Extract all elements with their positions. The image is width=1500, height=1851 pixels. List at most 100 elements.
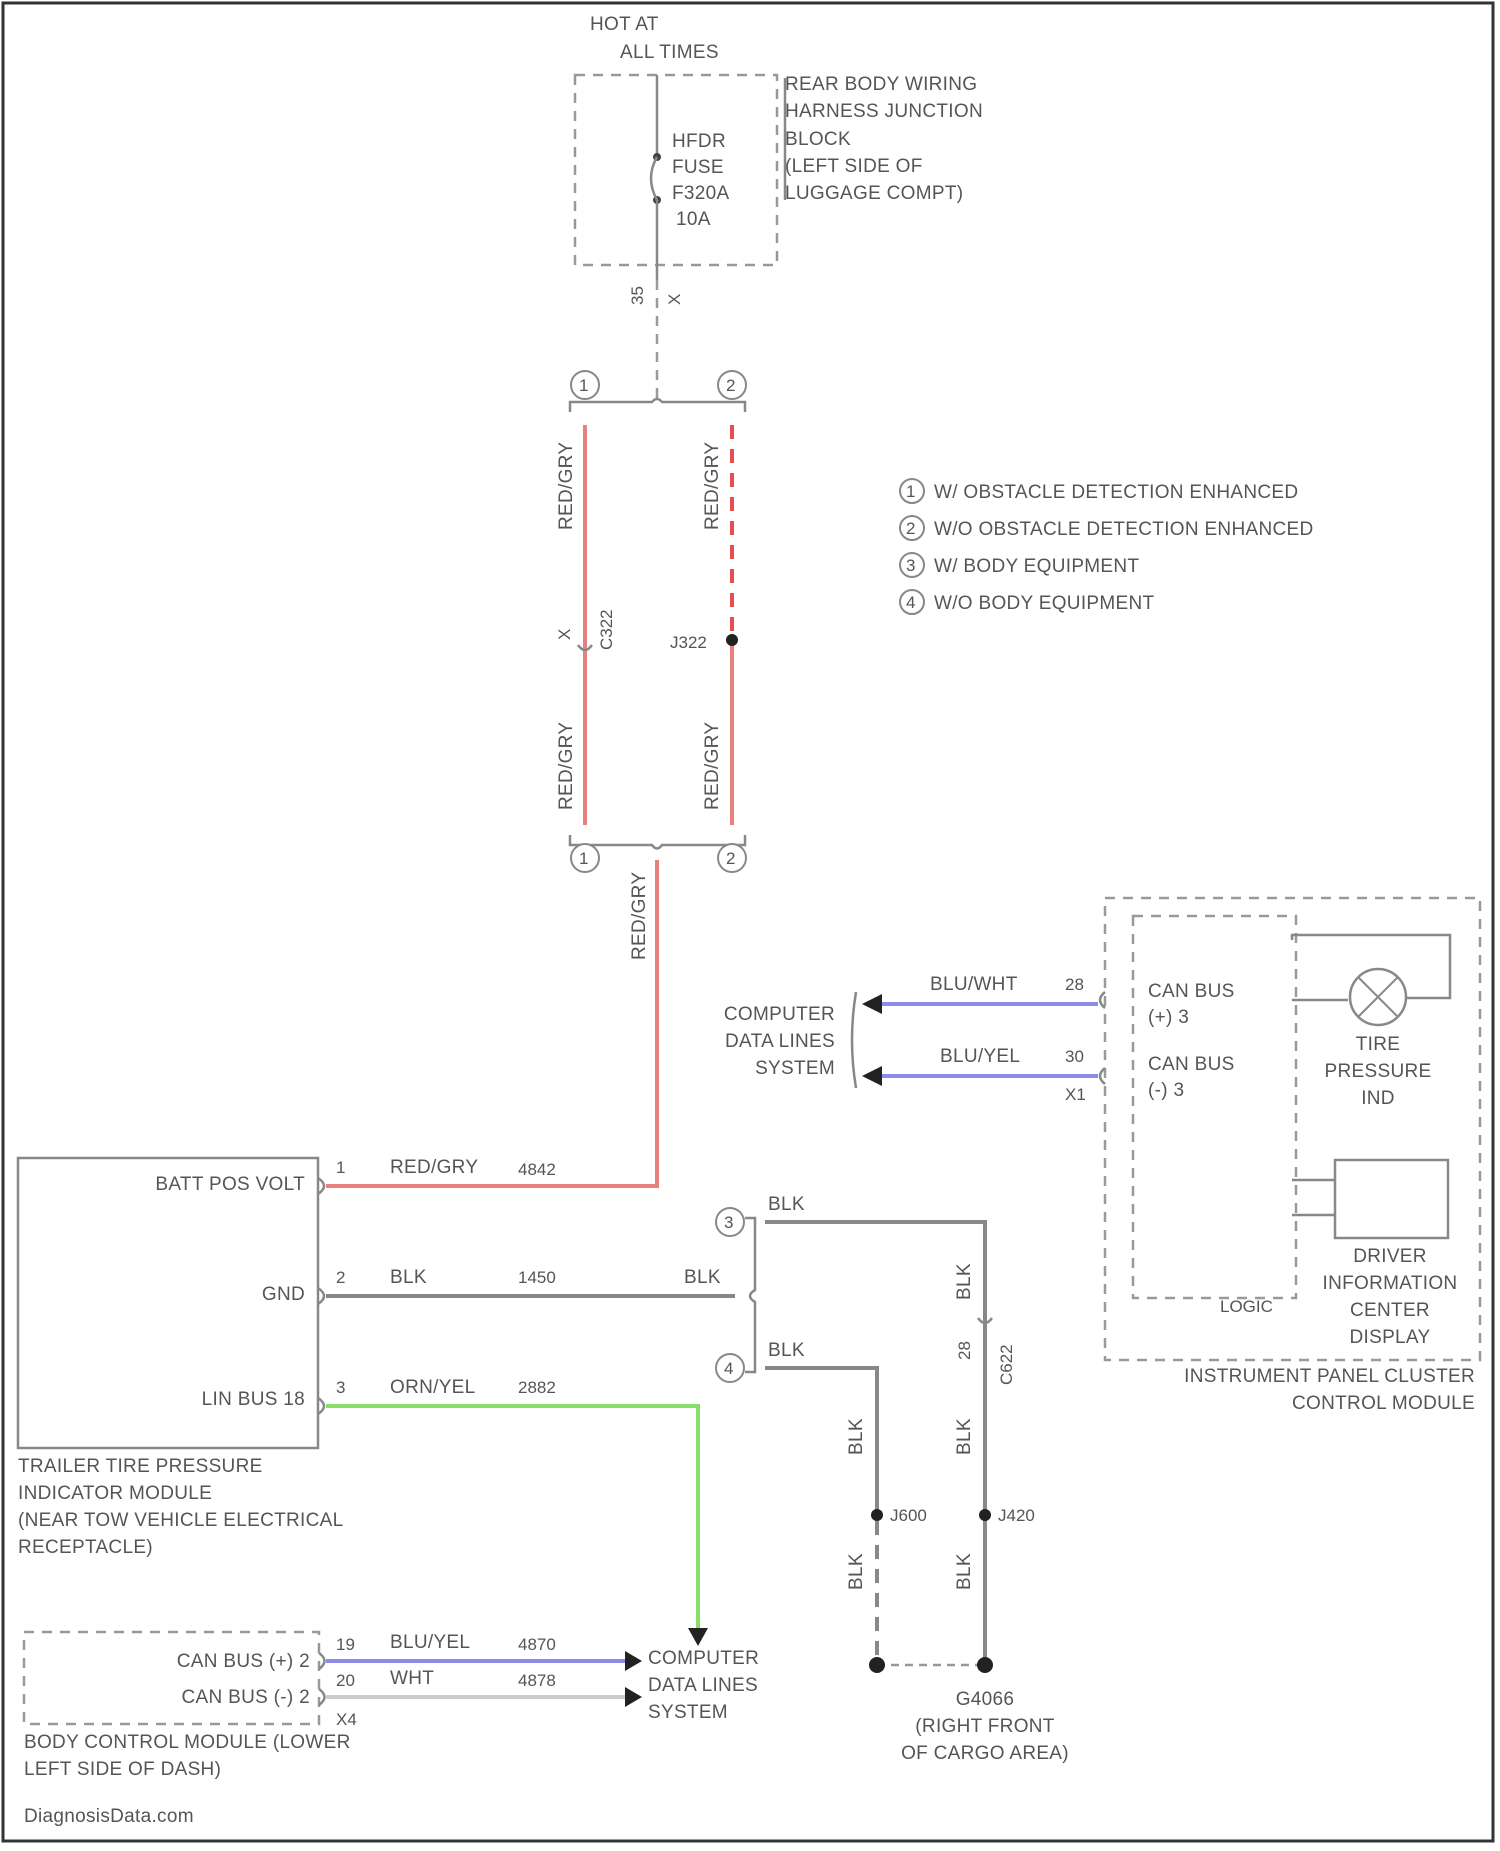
gnd-wire-num: 1450 [518,1268,556,1287]
dic-4: DISPLAY [1350,1327,1431,1348]
blk-label-right-low: BLK [954,1553,975,1590]
ground-mark-3: 3 [724,1213,733,1232]
ipc-module: LOGIC CAN BUS (+) 3 CAN BUS (-) 3 TIRE P… [724,898,1480,1414]
ground-code: C622 [997,1344,1016,1385]
left-lower-wire-label: RED/GRY [556,722,577,810]
gnd-wire-color: BLK [390,1267,427,1288]
right-lower-wire-label: RED/GRY [702,722,723,810]
batt-wire-color: RED/GRY [390,1157,478,1178]
legend-text: W/O OBSTACLE DETECTION ENHANCED [934,519,1313,540]
legend-mark: 3 [906,556,915,575]
hot-at-label: HOT AT [590,14,659,35]
ipc-name-2: CONTROL MODULE [1292,1393,1475,1414]
can-lo-1: CAN BUS [1148,1054,1235,1075]
legend-item: 2 W/O OBSTACLE DETECTION ENHANCED [900,516,1313,540]
gnd-wire-color-right: BLK [684,1267,721,1288]
splice-label-1: J600 [890,1506,927,1525]
can-hi-wire-color: BLU/WHT [930,974,1018,995]
block-line-5: LUGGAGE COMPT) [785,183,963,204]
legend-item: 4 W/O BODY EQUIPMENT [900,590,1154,614]
fuse-line-4: 10A [676,209,711,230]
block-line-1: REAR BODY WIRING [785,74,977,95]
ttpim-pin-gnd: GND [262,1284,305,1305]
bcm-wire-lo-color: WHT [390,1668,434,1689]
can-hi-1: CAN BUS [1148,981,1235,1002]
bcm-dest-1: COMPUTER [648,1648,759,1669]
bcm-wire-hi-num: 4870 [518,1635,556,1654]
ground-icon [977,1657,993,1673]
ground-name-3: OF CARGO AREA) [901,1743,1069,1764]
block-line-2: HARNESS JUNCTION [785,101,983,122]
footer-watermark: DiagnosisData.com [24,1806,194,1827]
ipc-dest-3: SYSTEM [755,1058,835,1079]
tire-ind-2: PRESSURE [1325,1061,1432,1082]
legend-text: W/O BODY EQUIPMENT [934,593,1154,614]
lin-wire-num: 2882 [518,1378,556,1397]
block-line-3: BLOCK [785,129,851,150]
blk-label-right-mid: BLK [954,1418,975,1455]
ttpim-name-2: INDICATOR MODULE [18,1483,212,1504]
fuse-block: HOT AT ALL TIMES HFDR FUSE F320A 10A REA… [575,14,983,400]
ground-branch: 3 4 BLK BLK 28 C622 BLK BLK BLK J600 J42… [716,1194,1069,1764]
bcm-dest-3: SYSTEM [648,1702,728,1723]
top-mark-2: 2 [726,376,735,395]
left-mid-pin: X [555,629,574,640]
batt-wire [326,1183,657,1186]
blk-label-mid: BLK [768,1340,805,1361]
lin-arrow [688,1628,708,1646]
top-mark-1: 1 [579,376,588,395]
bcm-pin-19: 19 [336,1635,355,1654]
splice-label-2: J420 [998,1506,1035,1525]
diagram-frame [3,3,1493,1841]
bcm-pin-can-lo: CAN BUS (-) 2 [182,1687,310,1708]
bcm-outline [24,1632,319,1724]
blk-label-left-mid: BLK [846,1418,867,1455]
ttpim-name-4: RECEPTACLE) [18,1537,153,1558]
can-hi-arrow [862,994,882,1014]
bcm-name-1: BODY CONTROL MODULE (LOWER [24,1732,351,1753]
splice-dot [979,1509,991,1521]
ttpim-pin-num-1: 1 [336,1158,345,1177]
ipc-pin-hi: 28 [1065,975,1084,994]
fuse-pin-x: X [665,294,684,305]
can-hi-2: (+) 3 [1148,1007,1189,1028]
can-lo-2: (-) 3 [1148,1080,1184,1101]
lin-wire [326,1406,698,1630]
ttpim-pin-num-2: 2 [336,1268,345,1287]
below-wire-label: RED/GRY [629,872,650,960]
legend-mark: 2 [906,519,915,538]
all-times-label: ALL TIMES [620,42,719,63]
ground-pin: 28 [955,1341,974,1360]
ipc-pin-lo: 30 [1065,1047,1084,1066]
batt-wire-num: 4842 [518,1160,556,1179]
dic-3: CENTER [1350,1300,1430,1321]
tire-ind-3: IND [1361,1088,1395,1109]
blk-label-right-upper: BLK [954,1263,975,1300]
option-branch: 1 2 RED/GRY RED/GRY RED/GRY RED/GRY X C3… [555,371,746,1185]
splice-dot [871,1509,883,1521]
ipc-dest-2: DATA LINES [725,1031,835,1052]
legend-text: W/ BODY EQUIPMENT [934,556,1139,577]
ipc-logic-label: LOGIC [1220,1297,1273,1316]
legend-item: 3 W/ BODY EQUIPMENT [900,553,1139,577]
legend-mark: 1 [906,482,915,501]
blk-label-left-low: BLK [846,1553,867,1590]
bcm-module: CAN BUS (+) 2 CAN BUS (-) 2 19 20 X4 BLU… [24,1632,759,1780]
right-splice-label: J322 [670,633,707,652]
bcm-pin-x4: X4 [336,1710,357,1729]
bcm-wire-hi-color: BLU/YEL [390,1632,470,1653]
ipc-pin-x: X1 [1065,1085,1086,1104]
tire-ind-1: TIRE [1356,1034,1400,1055]
ipc-logic-outline [1133,916,1296,1298]
ttpim-name-1: TRAILER TIRE PRESSURE [18,1456,263,1477]
bcm-pin-20: 20 [336,1671,355,1690]
dic-1: DRIVER [1353,1246,1427,1267]
bcm-can-hi-arrow [625,1651,642,1671]
ground-name-2: (RIGHT FRONT [915,1716,1054,1737]
bcm-wire-lo-num: 4878 [518,1671,556,1690]
fuse-pin-35: 35 [628,286,647,305]
fuse-line-1: HFDR [672,131,726,152]
can-lo-arrow [862,1066,882,1086]
